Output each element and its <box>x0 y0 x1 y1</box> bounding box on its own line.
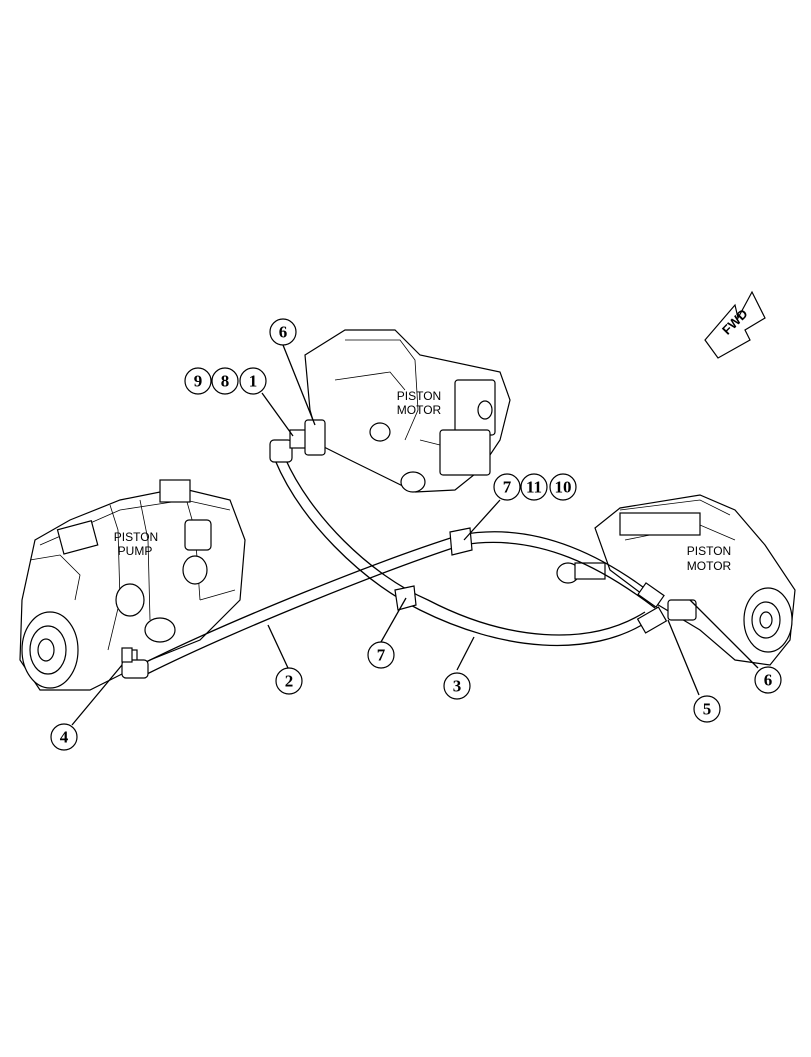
svg-text:9: 9 <box>194 372 203 391</box>
leader-lines <box>71 344 759 726</box>
piston-motor-right: PISTON MOTOR <box>556 494 796 666</box>
hose-2-inner <box>144 541 656 676</box>
hoses <box>121 419 697 679</box>
callout-11: 11 <box>520 473 548 501</box>
motor-upper-label-line1: PISTON <box>397 389 441 403</box>
svg-text:11: 11 <box>526 478 542 497</box>
callout-7-lower: 7 <box>367 641 395 669</box>
hose-clamp-upper <box>449 527 473 556</box>
piston-pump: PISTON PUMP <box>19 479 246 691</box>
motor-upper-label-line2: MOTOR <box>397 403 442 417</box>
svg-text:8: 8 <box>221 372 230 391</box>
callout-6-right: 6 <box>754 666 782 694</box>
hose-3 <box>274 459 651 647</box>
fwd-direction-arrow: FWD <box>704 290 766 359</box>
pump-port-fitting <box>121 647 133 663</box>
callout-6-top: 6 <box>269 318 297 346</box>
motor-right-label-line1: PISTON <box>687 544 731 558</box>
right-motor-port-fitting <box>667 599 697 621</box>
svg-text:2: 2 <box>285 672 294 691</box>
pump-label-line1: PISTON <box>114 530 158 544</box>
callout-8: 8 <box>211 367 239 395</box>
motor-right-label-line2: MOTOR <box>687 559 732 573</box>
callouts: 6 9 8 1 7 11 10 2 <box>50 318 782 751</box>
upper-motor-port-fitting <box>304 419 326 456</box>
callout-4: 4 <box>50 723 78 751</box>
callout-1: 1 <box>239 367 267 395</box>
svg-text:5: 5 <box>703 700 712 719</box>
callout-3: 3 <box>443 672 471 700</box>
svg-text:7: 7 <box>503 478 512 497</box>
svg-text:10: 10 <box>555 478 572 497</box>
hose-3-inner <box>284 457 646 636</box>
svg-text:6: 6 <box>279 323 288 342</box>
right-hose-3-fitting <box>636 606 668 634</box>
svg-text:7: 7 <box>377 646 386 665</box>
upper-hose-end-fitting <box>269 439 293 463</box>
right-hose-2-fitting <box>637 582 665 608</box>
svg-text:3: 3 <box>453 677 462 696</box>
callout-7-upper: 7 <box>493 473 521 501</box>
callout-5: 5 <box>693 695 721 723</box>
svg-text:1: 1 <box>249 372 258 391</box>
pump-label-line2: PUMP <box>118 544 153 558</box>
svg-text:4: 4 <box>60 728 69 747</box>
callout-9: 9 <box>184 367 212 395</box>
svg-text:6: 6 <box>764 671 773 690</box>
callout-10: 10 <box>549 473 577 501</box>
pump-elbow-fitting <box>121 659 149 679</box>
callout-2: 2 <box>275 667 303 695</box>
piston-motor-upper: PISTON MOTOR <box>304 329 511 493</box>
